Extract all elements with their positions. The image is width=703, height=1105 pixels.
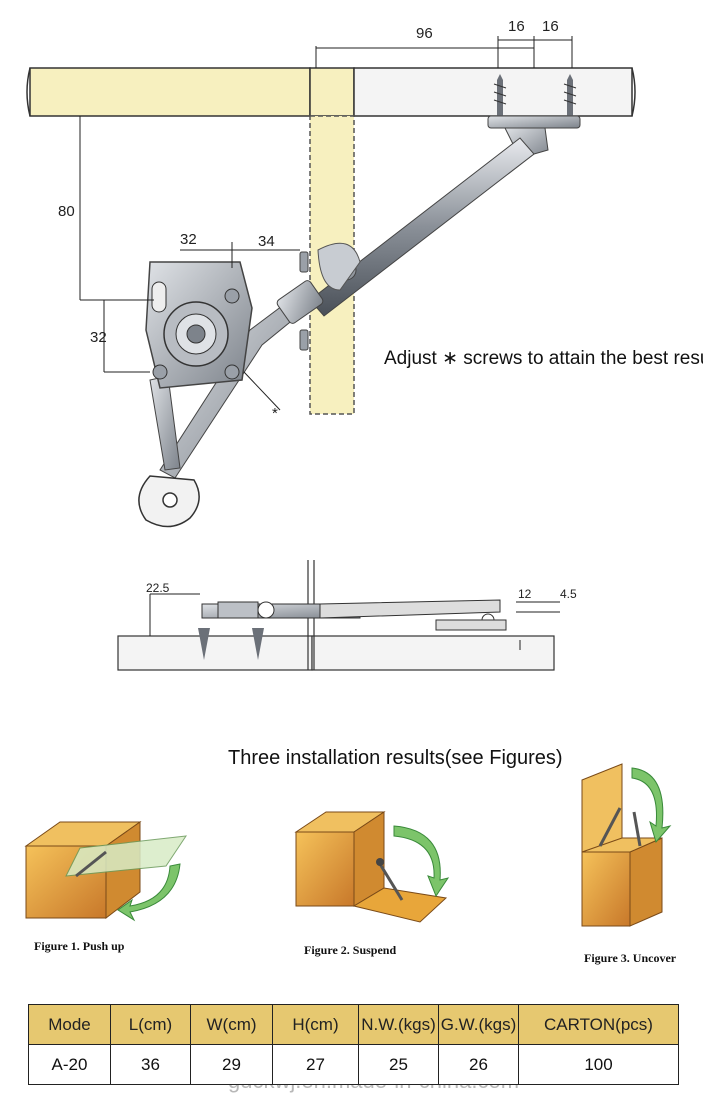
header-net-weight: N.W.(kgs) xyxy=(358,1004,439,1045)
header-width: W(cm) xyxy=(190,1004,273,1045)
header-mode: Mode xyxy=(28,1004,111,1045)
cell-length: 36 xyxy=(110,1044,191,1085)
cell-gross-weight: 26 xyxy=(438,1044,519,1085)
cam-wheel xyxy=(138,475,200,528)
cell-carton: 100 xyxy=(518,1044,679,1085)
star-marker: * xyxy=(272,405,278,422)
section-heading: Three installation results(see Figures) xyxy=(228,747,563,769)
dim-80: 80 xyxy=(58,203,75,220)
figure-1-caption: Figure 1. Push up xyxy=(34,939,125,953)
gas-strut-rod xyxy=(309,137,535,317)
figure-3-caption: Figure 3. Uncover xyxy=(584,951,677,965)
dim-32-vertical: 32 xyxy=(90,329,107,346)
dim-34: 34 xyxy=(258,233,275,250)
header-length: L(cm) xyxy=(110,1004,191,1045)
header-height: H(cm) xyxy=(272,1004,359,1045)
cell-height: 27 xyxy=(272,1044,359,1085)
figure-2-caption: Figure 2. Suspend xyxy=(304,943,396,957)
adjust-note: Adjust ∗ screws to attain the best resul… xyxy=(384,348,703,369)
dimension-lines xyxy=(79,36,573,411)
dim-12: 12 xyxy=(518,587,532,601)
spec-table: Mode L(cm) W(cm) H(cm) N.W.(kgs) G.W.(kg… xyxy=(28,1004,679,1085)
dim-22-5: 22.5 xyxy=(146,581,170,595)
top-board xyxy=(26,67,636,117)
figure-3-illustration xyxy=(581,763,672,927)
figure-2-illustration xyxy=(294,811,450,923)
panel-screw-icon xyxy=(299,251,309,351)
cell-net-weight: 25 xyxy=(358,1044,439,1085)
dim-16-left: 16 xyxy=(508,18,525,35)
table-header-row: Mode L(cm) W(cm) H(cm) N.W.(kgs) G.W.(kg… xyxy=(28,1004,679,1045)
dim-32-horizontal: 32 xyxy=(180,231,197,248)
figure-1-illustration xyxy=(24,821,188,922)
header-gross-weight: G.W.(kgs) xyxy=(438,1004,519,1045)
side-view xyxy=(117,560,560,671)
header-carton: CARTON(pcs) xyxy=(518,1004,679,1045)
dim-96: 96 xyxy=(416,25,433,42)
screw-icon xyxy=(493,74,577,118)
hinge-arm xyxy=(149,280,324,479)
pivot-bracket xyxy=(145,261,253,389)
table-row: A-20 36 29 27 25 26 100 xyxy=(28,1044,679,1085)
dim-4-5: 4.5 xyxy=(560,587,577,601)
cell-mode: A-20 xyxy=(28,1044,111,1085)
cell-width: 29 xyxy=(190,1044,273,1085)
dim-16-right: 16 xyxy=(542,18,559,35)
